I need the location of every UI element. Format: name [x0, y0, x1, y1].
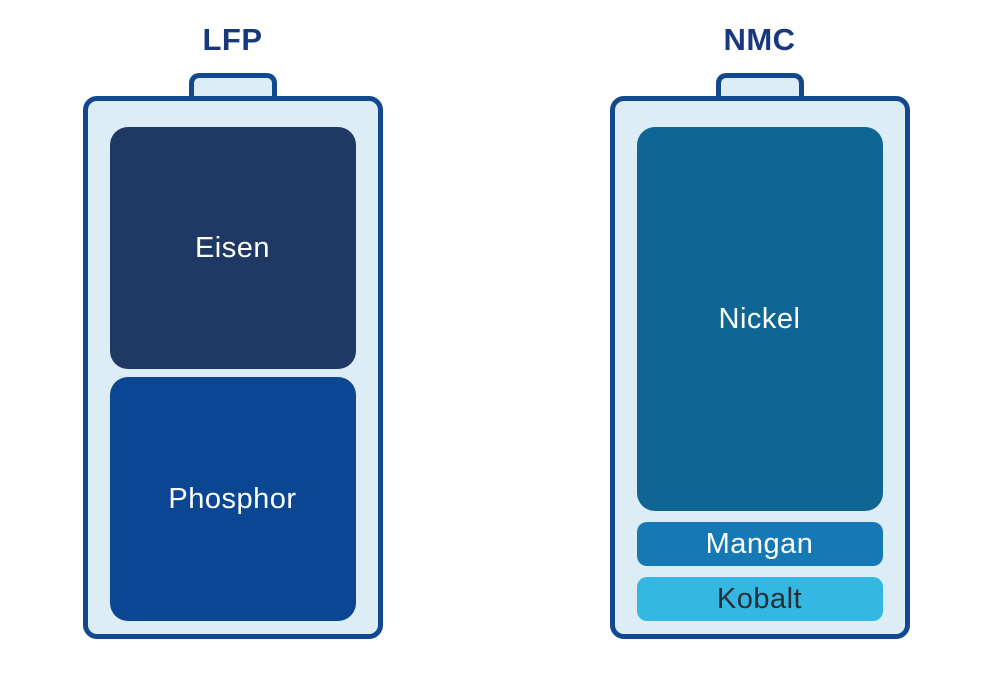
segment-phosphor: Phosphor	[109, 377, 356, 621]
battery-lfp: Eisen Phosphor	[82, 73, 383, 639]
battery-group-nmc: NMC Nickel Mangan Kobalt	[609, 22, 910, 695]
battery-title-nmc: NMC	[723, 22, 796, 57]
battery-group-lfp: LFP Eisen Phosphor	[82, 22, 383, 695]
segment-kobalt-label: Kobalt	[716, 582, 803, 615]
segment-nickel-label: Nickel	[718, 302, 801, 335]
segment-eisen: Eisen	[109, 127, 356, 369]
battery-body-nmc: Nickel Mangan Kobalt	[609, 96, 910, 639]
segment-kobalt: Kobalt	[636, 577, 883, 621]
segment-nickel: Nickel	[636, 127, 883, 511]
segment-eisen-label: Eisen	[194, 231, 271, 264]
battery-title-lfp: LFP	[202, 22, 263, 57]
battery-nmc: Nickel Mangan Kobalt	[609, 73, 910, 639]
segment-phosphor-label: Phosphor	[168, 482, 297, 515]
segment-mangan: Mangan	[636, 522, 883, 566]
segment-mangan-label: Mangan	[705, 527, 814, 560]
battery-body-lfp: Eisen Phosphor	[82, 96, 383, 639]
